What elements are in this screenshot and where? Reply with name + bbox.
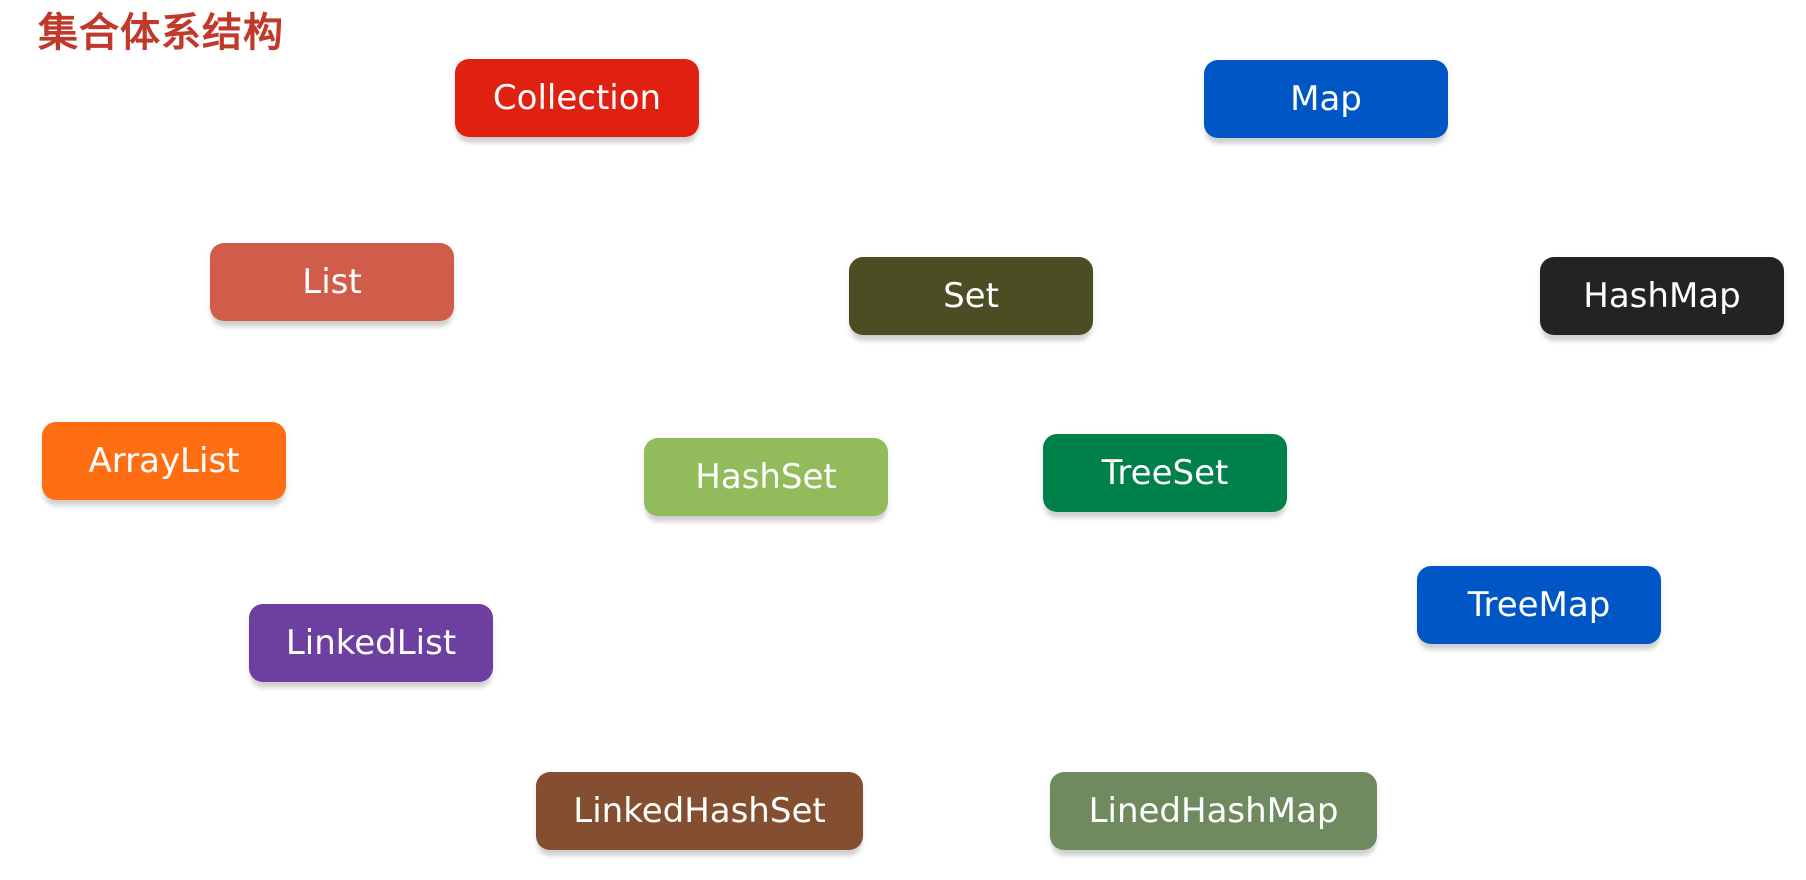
- node-map: Map: [1204, 60, 1448, 138]
- node-label: LinkedList: [285, 623, 457, 663]
- node-list: List: [210, 243, 454, 321]
- node-label: LinkedHashSet: [573, 791, 826, 831]
- node-hashset: HashSet: [644, 438, 888, 516]
- node-arraylist: ArrayList: [42, 422, 286, 500]
- node-label: HashSet: [695, 457, 837, 497]
- node-label: Collection: [492, 78, 662, 118]
- node-label: ArrayList: [88, 441, 240, 481]
- node-label: List: [302, 262, 362, 302]
- node-label: LinedHashMap: [1088, 791, 1339, 831]
- node-linkedhashset: LinkedHashSet: [536, 772, 863, 850]
- node-treemap: TreeMap: [1417, 566, 1661, 644]
- node-label: HashMap: [1583, 276, 1741, 316]
- node-linedhashmap: LinedHashMap: [1050, 772, 1377, 850]
- node-linkedlist: LinkedList: [249, 604, 493, 682]
- page-title: 集合体系结构: [38, 10, 284, 56]
- node-collection: Collection: [455, 59, 699, 137]
- node-treeset: TreeSet: [1043, 434, 1287, 512]
- node-hashmap: HashMap: [1540, 257, 1784, 335]
- node-label: Set: [943, 276, 999, 316]
- node-label: Map: [1290, 79, 1362, 119]
- node-set: Set: [849, 257, 1093, 335]
- node-label: TreeMap: [1467, 585, 1611, 625]
- node-label: TreeSet: [1101, 453, 1229, 493]
